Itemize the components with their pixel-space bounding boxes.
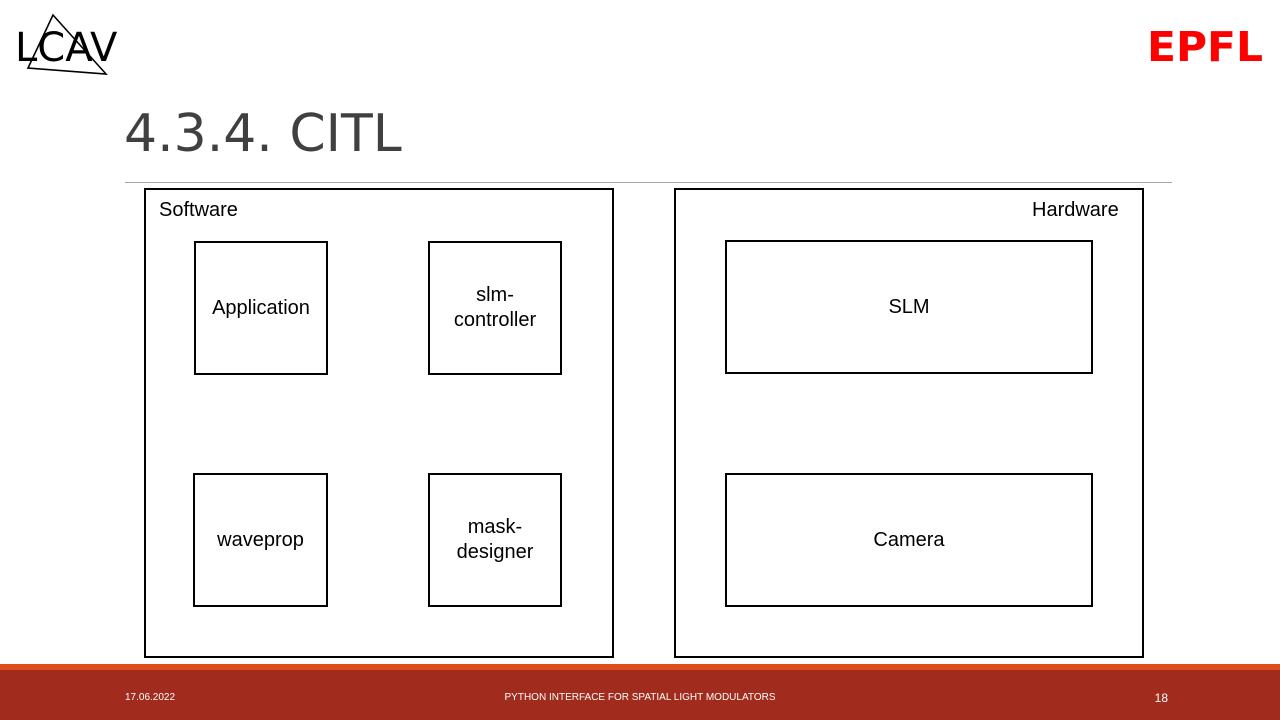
camera-box: Camera (725, 473, 1093, 607)
application-label: Application (212, 296, 310, 319)
mask-designer-label: mask- designer (456, 516, 534, 563)
footer-page-number: 18 (1154, 691, 1168, 705)
application-box: Application (194, 241, 328, 375)
mask-designer-box: mask- designer (428, 473, 562, 607)
lcav-logo-triangle (26, 13, 108, 75)
footer-bar (0, 670, 1280, 720)
epfl-logo-wordmark: EPFL (1147, 29, 1263, 63)
waveprop-label: waveprop (217, 528, 304, 551)
slm-label: SLM (888, 295, 930, 318)
slm-box: SLM (725, 240, 1093, 374)
footer-date: 17.06.2022 (125, 692, 176, 703)
lcav-logo-wordmark: LCAV (15, 25, 118, 71)
slm-controller-label: slm- controller (453, 284, 537, 331)
slm-controller-box: slm- controller (428, 241, 562, 375)
footer-presentation-title: PYTHON INTERFACE FOR SPATIAL LIGHT MODUL… (504, 692, 776, 703)
lcav-logo: LCAV (15, 13, 118, 75)
software-panel-label: Software (159, 199, 238, 221)
camera-label: Camera (873, 528, 945, 551)
footer-accent-stripe (0, 664, 1280, 670)
title-divider (125, 182, 1172, 183)
hardware-panel-label: Hardware (1032, 199, 1119, 221)
slide-title: 4.3.4. CITL (124, 104, 402, 164)
epfl-logo: EPFL (1147, 29, 1263, 63)
waveprop-box: waveprop (193, 473, 328, 607)
